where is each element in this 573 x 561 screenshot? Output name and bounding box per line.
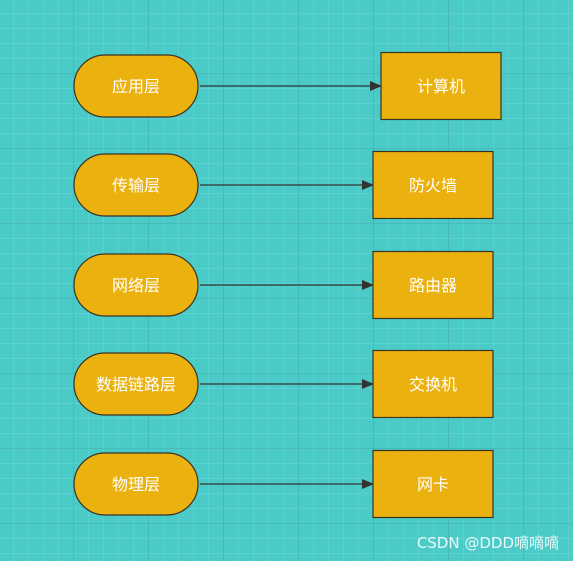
device-node-label: 交换机	[409, 375, 457, 394]
device-node: 路由器	[372, 250, 494, 320]
layer-node-shape	[73, 452, 199, 516]
layer-node-label: 数据链路层	[96, 375, 176, 394]
device-node-shape	[372, 150, 494, 220]
device-node-label: 计算机	[417, 77, 465, 96]
device-node-shape	[380, 51, 502, 121]
device-node: 网卡	[372, 449, 494, 519]
layer-node: 应用层	[73, 54, 199, 118]
device-node-shape	[372, 449, 494, 519]
device-node-label: 路由器	[409, 276, 457, 295]
device-node: 计算机	[380, 51, 502, 121]
layer-node-label: 网络层	[112, 276, 160, 295]
layer-node-shape	[73, 153, 199, 217]
layer-node: 网络层	[73, 253, 199, 317]
layer-node: 传输层	[73, 153, 199, 217]
device-node-shape	[372, 250, 494, 320]
layer-node-label: 传输层	[112, 176, 160, 195]
device-node: 交换机	[372, 349, 494, 419]
layer-node-shape	[73, 54, 199, 118]
layer-node-shape	[73, 253, 199, 317]
watermark: CSDN @DDD嘀嘀嘀	[416, 534, 559, 552]
device-node: 防火墙	[372, 150, 494, 220]
layer-node-label: 物理层	[112, 475, 160, 494]
device-node-label: 防火墙	[409, 176, 457, 195]
layer-node-shape	[73, 352, 199, 416]
device-node-label: 网卡	[417, 475, 449, 494]
layer-node: 数据链路层	[73, 352, 199, 416]
layer-node: 物理层	[73, 452, 199, 516]
layer-node-label: 应用层	[112, 77, 160, 96]
device-node-shape	[372, 349, 494, 419]
